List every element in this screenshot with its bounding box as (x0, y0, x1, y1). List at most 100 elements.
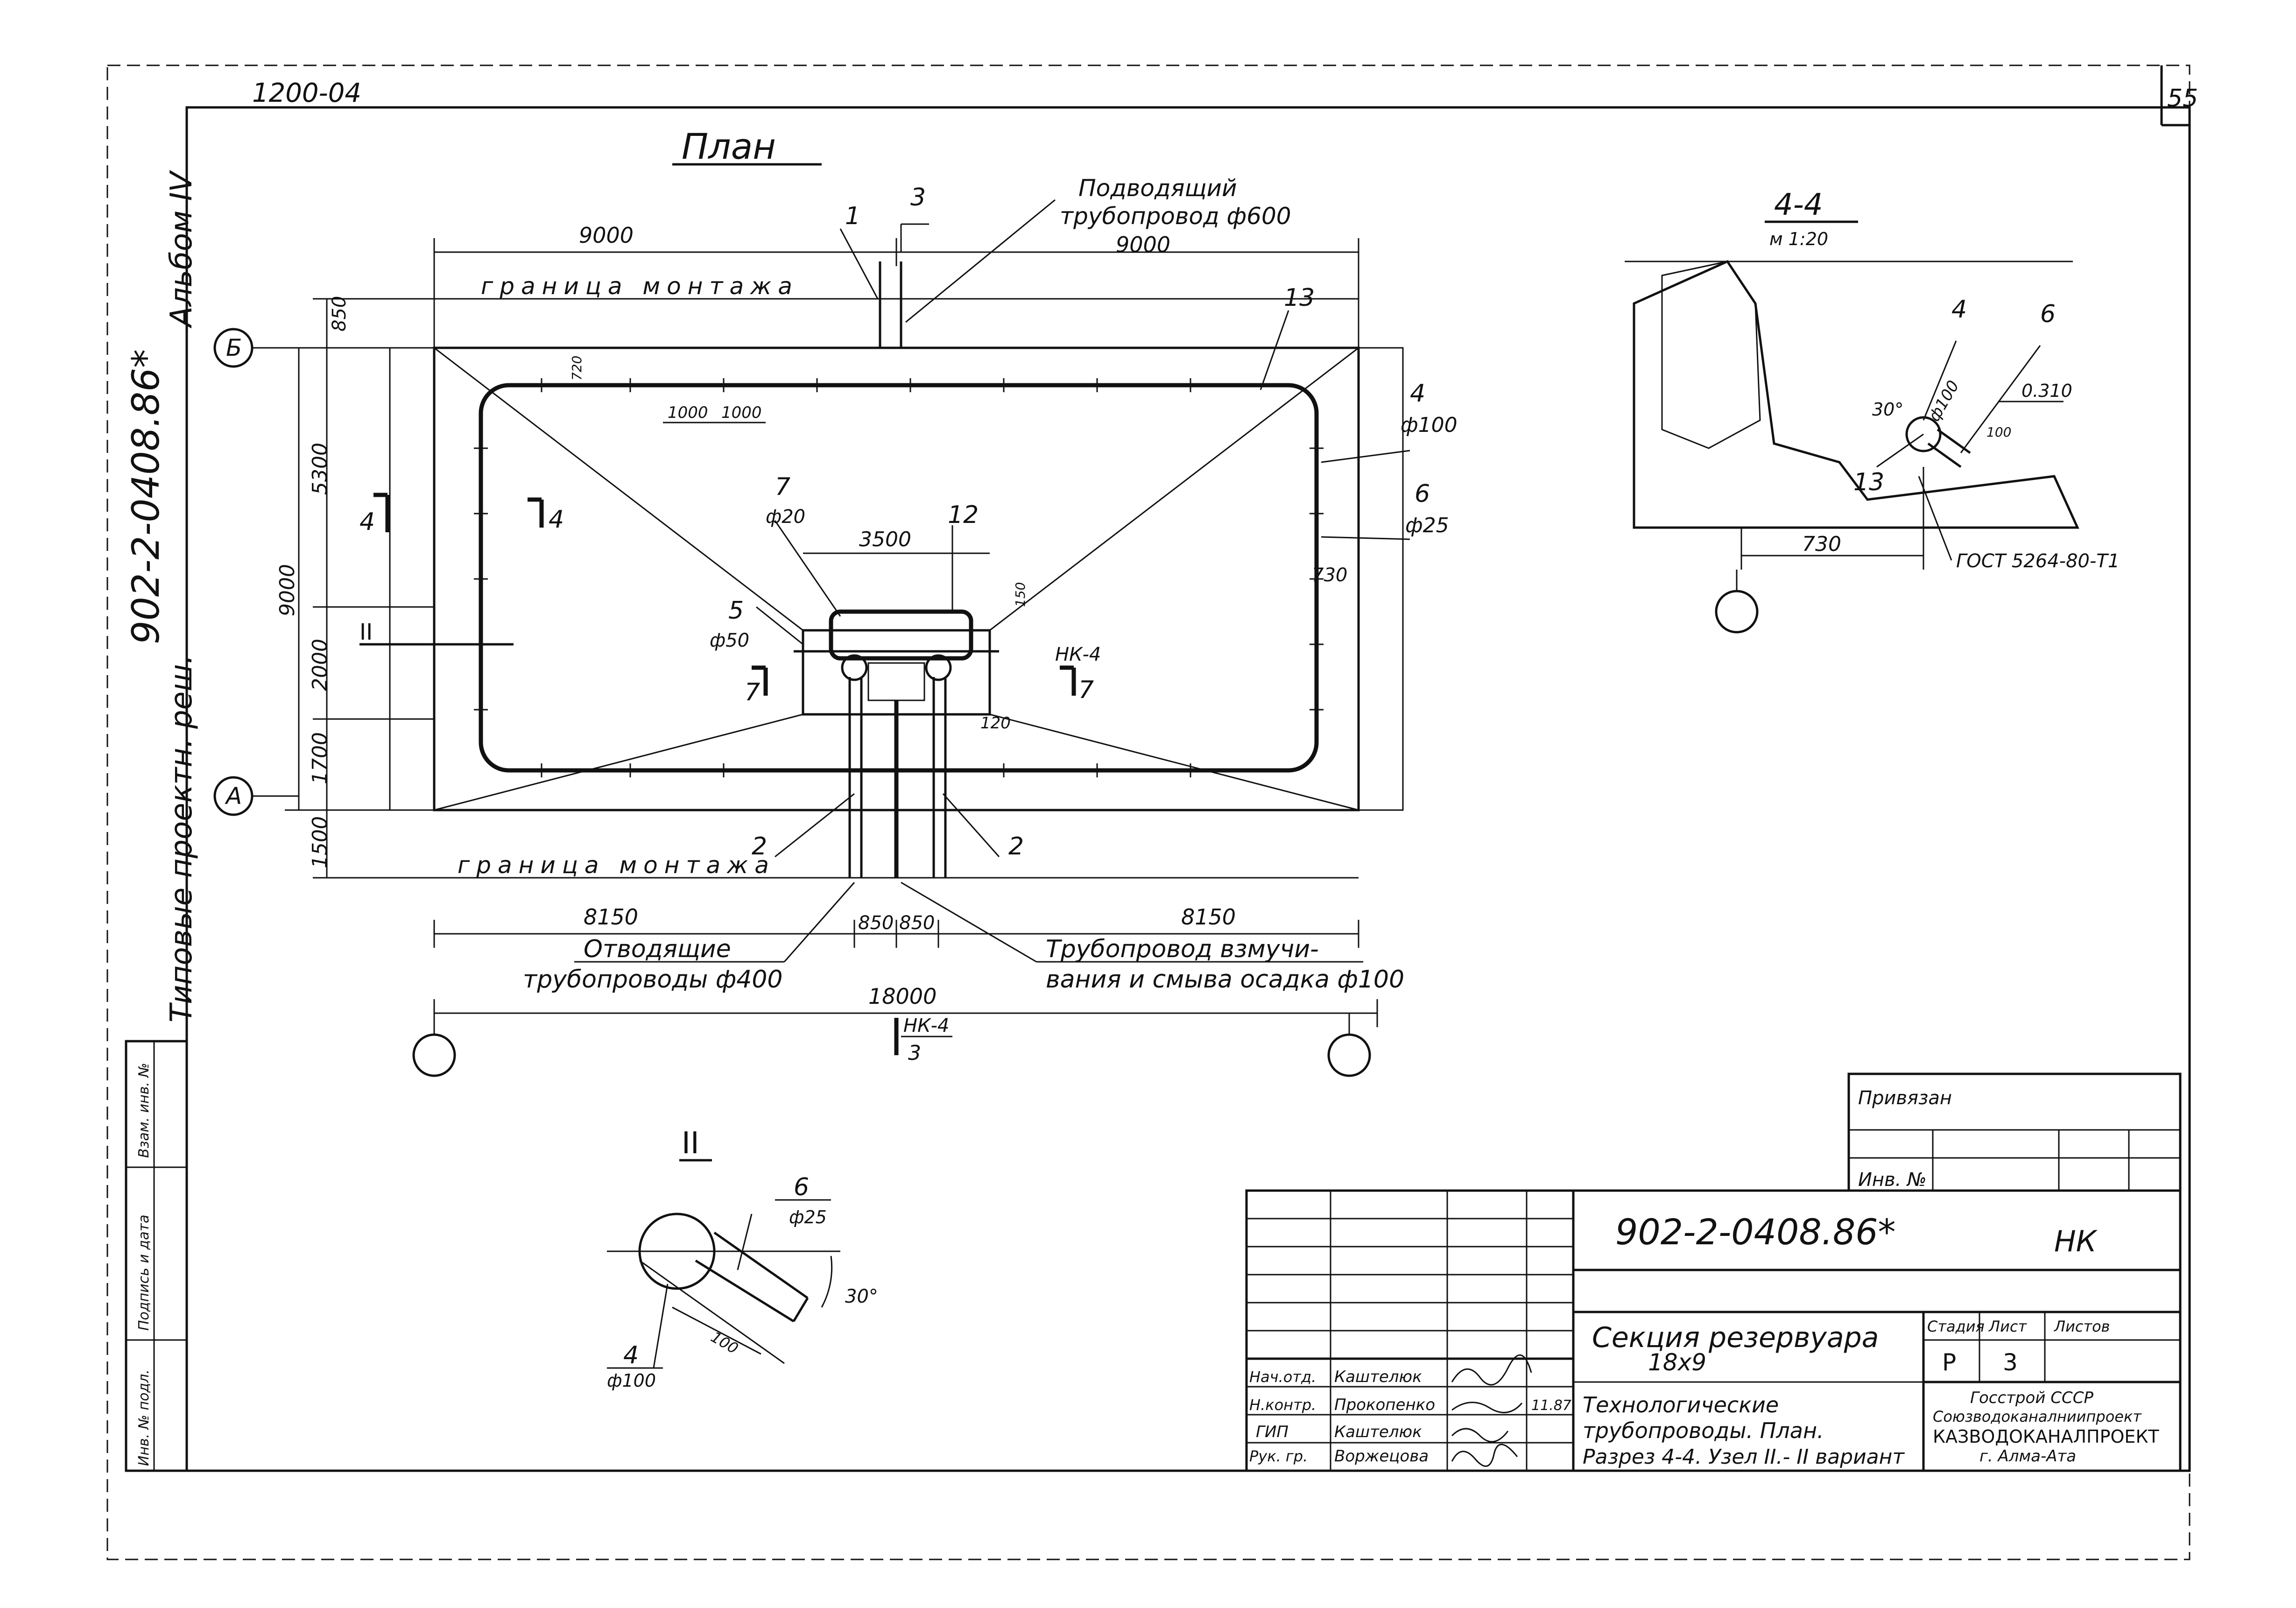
sheet-value: 3 (2003, 1349, 2018, 1376)
section44-gost: ГОСТ 5264-80-Т1 (1956, 550, 2120, 572)
perforated-pipe-loop (474, 378, 1324, 777)
role-4: Рук. гр. (1249, 1447, 1308, 1465)
dim-left-1700: 1700 (308, 732, 332, 784)
section-nk4-right: НК-4 (1055, 644, 1101, 665)
section44-callout-13: 13 (1853, 468, 1884, 496)
section-3-bottom: 3 (908, 1041, 921, 1065)
role-3: ГИП (1256, 1423, 1289, 1441)
section44-angle: 30° (1872, 399, 1903, 420)
stage-value: Р (1942, 1349, 1956, 1376)
callout-7-dia: ф20 (766, 506, 805, 528)
callout-13: 13 (1284, 284, 1315, 312)
sheets-header: Листов (2054, 1318, 2110, 1335)
section44-callout-6: 6 (2040, 300, 2056, 328)
dim-bottom-left: 8150 (584, 904, 638, 930)
dim-bottom-mid-b: 850 (899, 912, 935, 934)
callout-3: 3 (910, 183, 926, 212)
left-strip-table: Взам. инв. № Подпись и дата Инв. № подл. (125, 1040, 188, 1472)
node-drawing (607, 1213, 840, 1364)
sheet-code-top: 1200-04 (252, 78, 361, 108)
dim-left-2000: 2000 (308, 639, 332, 691)
callout-4-dia: ф100 (1401, 413, 1458, 437)
axis-bubble-bottom-right (1327, 1033, 1371, 1077)
dim-top-right: 9000 (1116, 232, 1170, 257)
callout-12: 12 (948, 501, 979, 529)
plan-title: План (682, 126, 776, 167)
name-5: Качина (1334, 1468, 1336, 1469)
org-line2: Союзводоканалниипроект (1933, 1408, 2142, 1425)
page-number: 55 (2167, 85, 2198, 113)
subtitle-line2: трубопроводы. План. (1583, 1418, 1824, 1443)
section-4-inner: 4 (549, 506, 564, 534)
dim-spacing-b: 1000 (721, 403, 762, 422)
callout-2-left: 2 (752, 832, 767, 860)
callout-5-dia: ф50 (710, 630, 749, 651)
inlet-pipe (879, 223, 929, 348)
dim-small-120: 120 (980, 714, 1011, 733)
subtitle-line1: Технологические (1583, 1392, 1779, 1418)
side-captions: Типовые проектн. реш. 902-2-0408.86* Аль… (124, 169, 199, 1023)
name-1: Каштелюк (1334, 1368, 1422, 1386)
title-code: 902-2-0408.86* (1615, 1211, 1896, 1253)
section44-d100: 100 (1986, 424, 2011, 440)
plan-callouts (756, 228, 1410, 858)
title-block-frame (1245, 1189, 2182, 1472)
side-album: Альбом IV (164, 169, 199, 329)
section-nk4-bottom: НК-4 (903, 1015, 949, 1037)
dim-left-9000: 9000 (275, 564, 299, 616)
name-2: Прокопенко (1334, 1396, 1435, 1414)
axis-a-label: А (225, 783, 242, 810)
axis-b-label: Б (226, 334, 242, 361)
callout-4: 4 (1410, 380, 1425, 408)
title-line2: 18х9 (1648, 1349, 1706, 1376)
node-d100: 100 (708, 1328, 741, 1357)
org-line1: Госстрой СССР (1970, 1389, 2093, 1407)
mount-boundary-bottom: граница монтажа (458, 852, 775, 879)
outlet-pipes (848, 677, 947, 878)
callout-7: 7 (775, 473, 790, 501)
org-line3: КАЗВОДОКАНАЛПРОЕКТ (1933, 1426, 2159, 1447)
dim-top-left: 9000 (579, 223, 634, 248)
dim-bottom-mid-a: 850 (858, 912, 894, 934)
node-title: II (682, 1126, 699, 1161)
section-4-left: 4 (359, 508, 375, 536)
subtitle-line3: Разрез 4-4. Узел II.- II вариант (1583, 1445, 1905, 1469)
callout-6: 6 (1415, 480, 1430, 508)
dim-left-5300: 5300 (308, 443, 332, 495)
section-7-left: 7 (745, 678, 760, 706)
title-line1: Секция резервуара (1592, 1321, 1879, 1354)
dim-spacing-a: 1000 (668, 403, 708, 422)
outlet-label-line1: Отводящие (584, 935, 731, 963)
dim-small-720: 720 (569, 356, 585, 381)
node-callout-4: 4 (623, 1341, 639, 1369)
left-strip-cell-1: Взам. инв. № (136, 1063, 152, 1158)
dim-left-1500: 1500 (308, 816, 332, 868)
dim-left (285, 298, 434, 879)
section44-scale: м 1:20 (1769, 229, 1828, 249)
binding-label: Привязан (1858, 1087, 1952, 1109)
node-callout-4-dia: ф100 (607, 1370, 656, 1391)
binding-inv: Инв. № (1858, 1169, 1927, 1191)
signatures (1451, 1354, 1532, 1467)
outlet-label-line2: трубопроводы ф400 (523, 966, 783, 994)
section44-callout-4: 4 (1951, 296, 1967, 324)
sheet-header: Лист (1988, 1318, 2027, 1335)
name-3: Каштелюк (1334, 1423, 1422, 1441)
side-series: Типовые проектн. реш. (164, 655, 199, 1023)
side-code: 902-2-0408.86* (124, 349, 168, 644)
role-5: Ст.инж. (1249, 1468, 1252, 1469)
left-strip-cell-3: Инв. № подл. (136, 1369, 152, 1466)
dim-small-730: 730 (1312, 564, 1347, 586)
node-callout-6: 6 (794, 1173, 809, 1201)
stage-header: Стадия (1927, 1318, 1985, 1335)
axis-bubble-bottom-left (412, 1033, 456, 1077)
date-mark: 11.87 (1531, 1397, 1571, 1414)
callout-2-right: 2 (1008, 832, 1024, 860)
sheet-frame (106, 64, 2191, 1560)
role-1: Нач.отд. (1249, 1368, 1316, 1386)
section44-level: 0.310 (2021, 381, 2072, 401)
dim-pit-3500: 3500 (859, 528, 911, 551)
section-marks (359, 493, 1076, 1055)
dim-overall: 18000 (868, 984, 937, 1009)
